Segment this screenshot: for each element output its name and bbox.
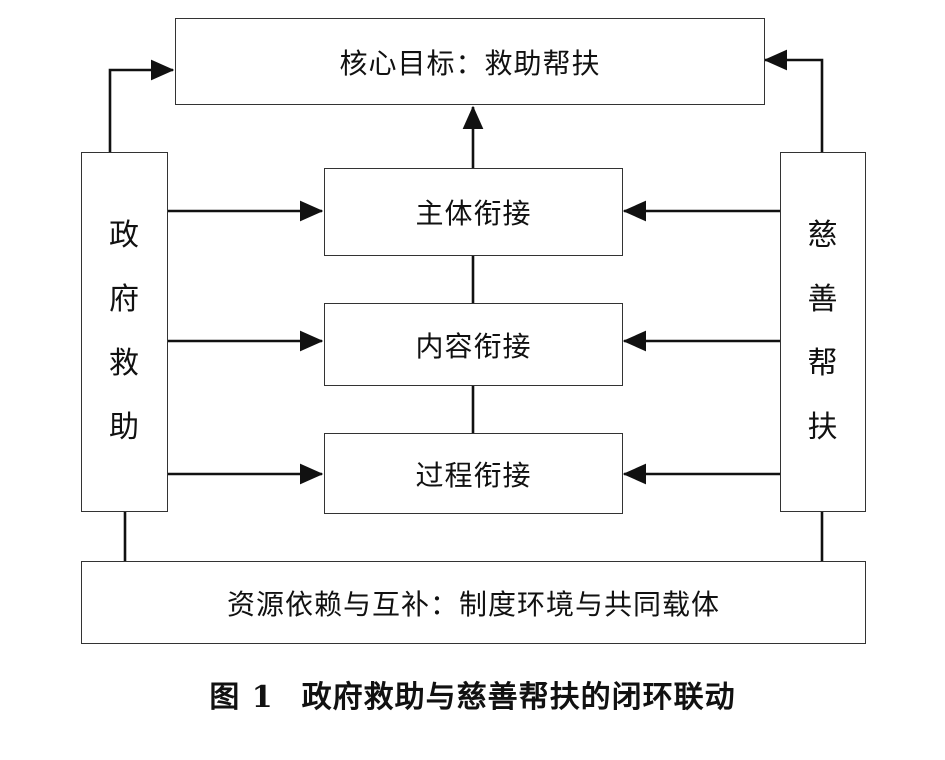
figure-caption: 图 1 政府救助与慈善帮扶的闭环联动 — [0, 672, 945, 716]
government-relief-box: 政 府 救 助 — [81, 152, 168, 512]
content-linkage-label: 内容衔接 — [415, 329, 532, 363]
charity-assistance-char: 善 — [807, 282, 839, 317]
government-relief-char: 府 — [109, 282, 140, 317]
figure-title: 政府救助与慈善帮扶的闭环联动 — [301, 680, 736, 715]
subject-linkage-label: 主体衔接 — [415, 197, 532, 230]
right-to-goal-arrow — [763, 49, 824, 152]
foundation-box: 资源依赖与互补：制度环境与共同载体 — [81, 561, 866, 644]
core-goal-label: 核心目标：救助帮扶 — [339, 46, 601, 80]
core-goal-box: 核心目标：救助帮扶 — [175, 18, 765, 105]
foundation-label: 资源依赖与互补：制度环境与共同载体 — [226, 587, 720, 621]
charity-assistance-char: 帮 — [807, 346, 839, 381]
charity-assistance-char: 慈 — [807, 218, 839, 253]
figure-number: 图 1 — [209, 680, 274, 715]
left-to-goal-arrow — [108, 59, 175, 152]
government-relief-char: 助 — [109, 410, 140, 445]
content-linkage-box: 内容衔接 — [324, 303, 623, 386]
process-linkage-label: 过程衔接 — [415, 458, 532, 492]
process-linkage-box: 过程衔接 — [324, 433, 623, 514]
subject-linkage-box: 主体衔接 — [324, 168, 623, 256]
charity-assistance-box: 慈 善 帮 扶 — [780, 152, 866, 512]
charity-assistance-char: 扶 — [807, 410, 839, 445]
government-relief-char: 救 — [109, 346, 140, 381]
government-relief-char: 政 — [109, 218, 140, 253]
